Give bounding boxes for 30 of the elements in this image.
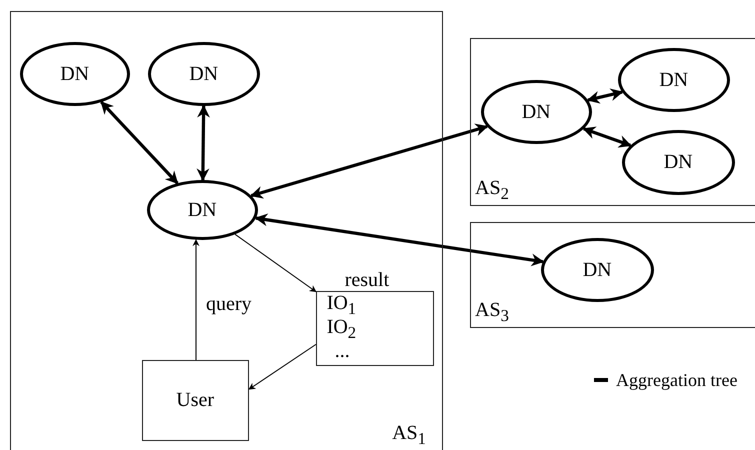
node-label: User [176,390,214,410]
arrow [234,234,317,292]
arrow [192,239,200,360]
node-label: DN [664,152,693,172]
arrow [254,214,544,266]
node-label: DN [189,64,218,84]
region-label: AS$_{3}$ [475,300,509,325]
region-box [10,11,443,450]
list-item: IO$_{2}$ [326,318,356,342]
arrow [250,124,488,199]
region-box [470,38,755,206]
arrow [586,88,624,104]
list-item: IO$_{1}$ [326,294,356,318]
arrow [196,104,210,182]
arrow [582,126,632,148]
user-box [142,360,249,441]
node-label: DN [659,70,688,90]
box-heading: result [344,270,390,290]
legend-label: Aggregation tree [616,371,738,389]
region-label: AS$_{1}$ [392,423,426,448]
node-label: DN [60,64,90,84]
node-ellipse [146,180,258,240]
region-label: AS$_{2}$ [475,178,509,203]
node-label: DN [582,260,612,280]
node-label: DN [522,102,551,122]
region-box [470,222,755,328]
list-item: ... [334,342,350,360]
node-label: DN [188,200,217,220]
arrow [248,344,316,390]
arrow [100,101,179,184]
